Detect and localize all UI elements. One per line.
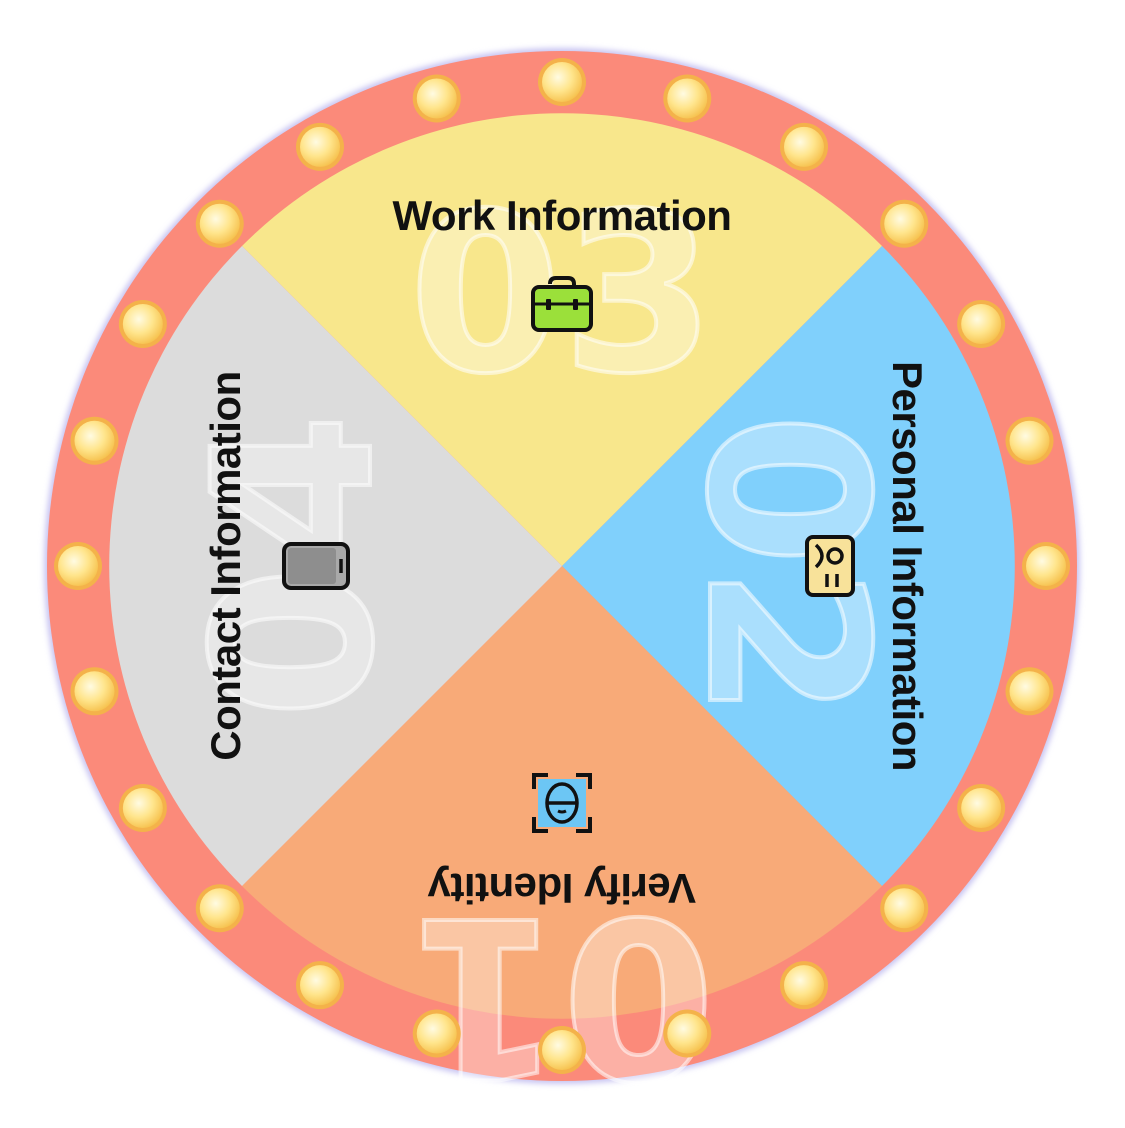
rim-bulb-glow <box>961 788 1002 828</box>
rim-bulb-glow <box>300 965 340 1006</box>
rim-bulb-glow <box>74 671 115 712</box>
rim-bulb-glow <box>416 78 457 119</box>
rim-bulb-glow <box>884 888 925 929</box>
rim-bulb-glow <box>1026 546 1066 586</box>
phone-icon <box>282 542 350 590</box>
segment-title-work: Work Information <box>393 192 732 239</box>
rim-bulb-glow <box>1009 420 1050 461</box>
rim-bulb-glow <box>416 1013 457 1054</box>
segment-work[interactable] <box>242 113 882 566</box>
rim-bulb-glow <box>542 1030 582 1070</box>
segment-titles: Work Information Personal Information Ve… <box>202 192 931 912</box>
rim-bulb-glow <box>199 888 240 929</box>
rim-bulb-glow <box>961 304 1002 344</box>
rim-bulb-glow <box>58 546 98 586</box>
rim-bulb-glow <box>542 62 582 102</box>
rim-bulb-glow <box>1009 671 1050 712</box>
face-scan-icon <box>532 773 592 833</box>
segment-title-contact: Contact Information <box>202 371 249 760</box>
rim-bulb-glow <box>74 420 115 461</box>
segment-numbers: 03 02 01 04 <box>164 164 916 1126</box>
rim-bulb-glow <box>667 1013 708 1054</box>
rim-bulb-glow <box>300 126 340 167</box>
briefcase-icon <box>531 276 593 332</box>
rim-bulb-glow <box>784 126 824 167</box>
rim-bulb-glow <box>122 304 163 344</box>
segment-number-personal: 02 <box>658 413 914 719</box>
rim-bulb-glow <box>784 965 824 1006</box>
rim-bulb-glow <box>667 78 708 119</box>
rim-bulb-glow <box>122 788 163 828</box>
segment-number-verify: 01 <box>409 868 715 1124</box>
id-card-icon <box>805 535 855 597</box>
rim-bulbs <box>54 58 1070 1074</box>
segment-title-personal: Personal Information <box>884 361 931 771</box>
rim-bulb-glow <box>884 203 925 244</box>
segment-title-verify: Verify Identity <box>427 865 696 912</box>
rim-bulb-glow <box>199 203 240 244</box>
segment-personal[interactable] <box>562 246 1015 886</box>
